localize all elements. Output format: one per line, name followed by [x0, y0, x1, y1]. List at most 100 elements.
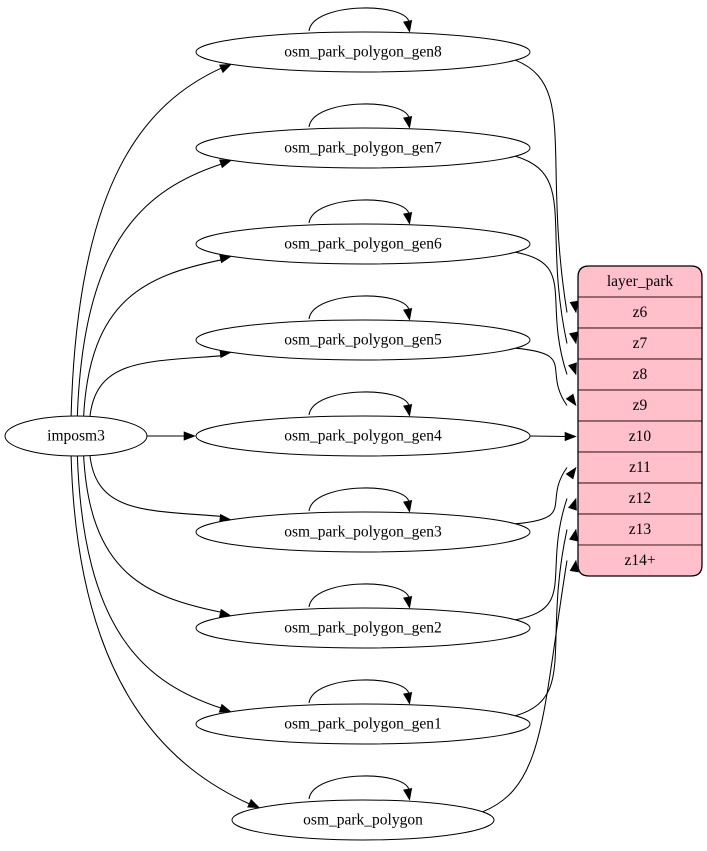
node-gen2[interactable]: osm_park_polygon_gen2: [195, 607, 531, 649]
arrowhead-gen3: [565, 466, 577, 480]
self-loop-gen5: [308, 295, 413, 321]
arrowhead-self-gen4: [403, 404, 413, 417]
node-label: osm_park_polygon_gen8: [284, 44, 442, 61]
node-shape: [195, 511, 531, 553]
arrowhead-gen2: [568, 497, 577, 511]
node-gen5[interactable]: osm_park_polygon_gen5: [195, 319, 531, 361]
table-row-label: z12: [629, 490, 651, 507]
self-loop-base: [308, 775, 413, 801]
table-row-label: z14+: [624, 552, 655, 569]
table-header: layer_park: [577, 265, 703, 298]
arrowhead-self-gen3: [403, 500, 413, 513]
table-row-label: z6: [633, 304, 648, 321]
edge-imposm3-to-gen3: [89, 453, 232, 524]
node-gen7[interactable]: osm_park_polygon_gen7: [195, 127, 531, 169]
table-row-z7[interactable]: z7: [577, 327, 703, 360]
arrowhead-self-gen7: [403, 116, 413, 129]
table-row-z11[interactable]: z11: [577, 451, 703, 484]
node-imposm3[interactable]: imposm3: [4, 415, 148, 457]
edge-imposm3-to-gen1: [76, 453, 232, 713]
node-base[interactable]: osm_park_polygon: [231, 799, 495, 841]
edge-base-to-z14+: [482, 559, 579, 813]
node-label: osm_park_polygon_gen4: [284, 428, 442, 445]
node-gen1[interactable]: osm_park_polygon_gen1: [195, 703, 531, 745]
table-row-z10[interactable]: z10: [577, 420, 703, 453]
edge-gen4-to-z10: [529, 431, 577, 442]
node-shape: [195, 415, 531, 457]
table-row-z8[interactable]: z8: [577, 358, 703, 391]
arrowhead-gen5: [565, 393, 577, 407]
self-loop-gen4: [308, 391, 413, 417]
self-loop-gen1: [308, 679, 413, 705]
arrowhead-gen6: [568, 362, 577, 376]
edge-imposm3-to-base: [70, 453, 261, 809]
edge-gen3-to-z11: [515, 466, 577, 525]
arrowhead-imposm3-gen4: [183, 431, 196, 441]
self-loop-gen6: [308, 199, 413, 225]
edge-imposm3-to-gen7: [76, 159, 233, 419]
table-row-label: z10: [629, 428, 652, 445]
edge-imposm3-to-gen8: [70, 63, 232, 419]
node-gen4[interactable]: osm_park_polygon_gen4: [195, 415, 531, 457]
node-gen3[interactable]: osm_park_polygon_gen3: [195, 511, 531, 553]
node-shape: [195, 319, 531, 361]
arrowhead-self-gen2: [403, 596, 413, 609]
arrowhead-imposm3-gen1: [218, 703, 232, 713]
node-shape: [231, 799, 495, 841]
edge-gen5-to-z9: [515, 347, 577, 407]
self-loop-gen8: [308, 7, 413, 33]
table-outline: [577, 265, 703, 577]
arrowhead-self-gen1: [403, 692, 413, 705]
node-shape: [195, 127, 531, 169]
arrowhead-self-base: [403, 788, 413, 801]
node-label: osm_park_polygon_gen5: [284, 332, 442, 349]
arrowhead-self-gen6: [403, 212, 413, 225]
node-gen6[interactable]: osm_park_polygon_gen6: [195, 223, 531, 265]
edge-gen7-to-z7: [515, 155, 579, 345]
table-row-label: z11: [629, 459, 651, 476]
edge-gen1-to-z13: [515, 528, 579, 717]
table-row-label: z8: [633, 366, 648, 383]
arrowhead-gen1: [569, 528, 579, 542]
table-row-z9[interactable]: z9: [577, 389, 703, 422]
node-shape: [195, 703, 531, 745]
arrowhead-imposm3-gen7: [219, 159, 233, 169]
node-label: osm_park_polygon_gen6: [284, 236, 442, 253]
table-row-z12[interactable]: z12: [577, 482, 703, 515]
table-header-label: layer_park: [607, 273, 674, 290]
self-loop-gen2: [308, 583, 413, 609]
table-row-z13[interactable]: z13: [577, 513, 703, 546]
arrowhead-base: [569, 559, 579, 573]
arrowhead-self-gen8: [403, 20, 413, 33]
table-row-z6[interactable]: z6: [577, 296, 703, 329]
arrowhead-gen8: [569, 300, 579, 314]
arrowhead-gen7: [569, 331, 579, 345]
table-row-label: z7: [633, 335, 648, 352]
node-shape: [195, 31, 531, 73]
node-shape: [4, 415, 148, 457]
edge-gen2-to-z12: [515, 497, 577, 621]
node-label: osm_park_polygon: [303, 812, 423, 829]
arrowhead-self-gen5: [403, 308, 413, 321]
table-row-label: z9: [633, 397, 648, 414]
edge-gen6-to-z8: [515, 251, 577, 376]
node-label: osm_park_polygon_gen7: [284, 140, 442, 157]
nodes-layer: imposm3 osm_park_polygon_gen8 osm_park_pol…: [4, 31, 531, 841]
arrowhead-imposm3-base: [247, 798, 261, 809]
node-label: osm_park_polygon_gen3: [284, 524, 442, 541]
layer-park-table: layer_park z6 z7 z8 z9 z10 z11 z12 z13 z14+: [577, 265, 703, 577]
node-label: osm_park_polygon_gen2: [284, 620, 442, 637]
node-label: imposm3: [47, 428, 105, 445]
edge-imposm3-to-gen5: [89, 348, 233, 419]
self-loop-gen3: [308, 487, 413, 513]
node-gen8[interactable]: osm_park_polygon_gen8: [195, 31, 531, 73]
self-loop-gen7: [308, 103, 413, 129]
node-label: osm_park_polygon_gen1: [284, 716, 442, 733]
table-row-z14plus[interactable]: z14+: [577, 544, 703, 577]
table-row-label: z13: [629, 521, 652, 538]
node-shape: [195, 223, 531, 265]
edge-imposm3-to-gen4: [147, 431, 196, 441]
edges-layer: [70, 7, 579, 813]
